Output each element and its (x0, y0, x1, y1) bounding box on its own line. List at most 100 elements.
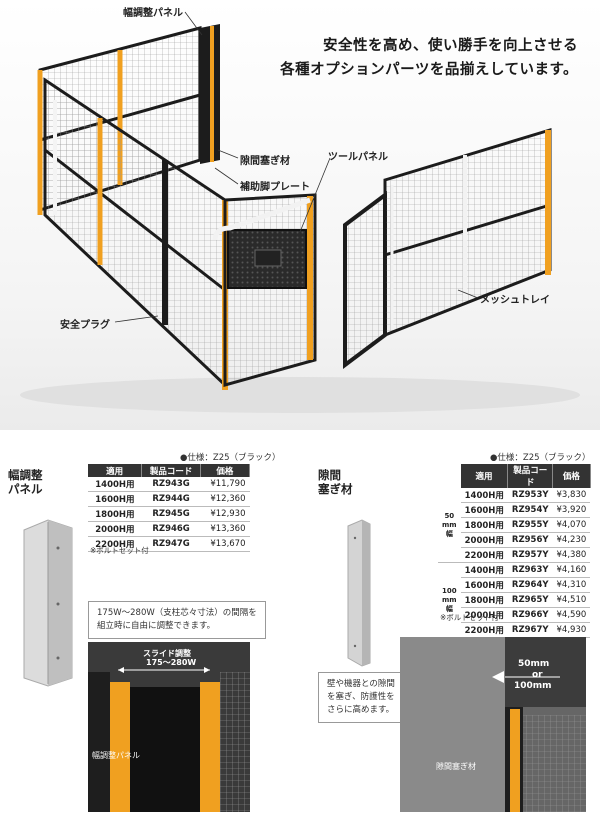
gap-dim-100: 100mm (514, 681, 552, 691)
callout-gap-filler: 隙間塞ぎ材 (240, 156, 290, 167)
callout-tool-panel: ツールパネル (328, 152, 388, 163)
col-header-size: 適用 (88, 464, 143, 477)
headline-line1: 安全性を高め、使い勝手を向上させる (323, 38, 578, 54)
gap-filler-note: ※ボルトセット付 (440, 613, 499, 622)
headline-line2: 各種オプションパーツを品揃えしています。 (280, 62, 578, 78)
cell-code: RZ957Y (507, 547, 553, 563)
cell-price: ¥4,590 (552, 607, 591, 623)
cell-size: 1400H用 (460, 562, 508, 578)
cell-code: RZ966Y (507, 607, 553, 623)
cell-price: ¥3,920 (552, 502, 591, 518)
cell-code: RZ956Y (507, 532, 553, 548)
cell-size: 1600H用 (88, 491, 142, 507)
width-panel-spec: ●仕様：Z25（ブラック） (180, 453, 281, 463)
col-header-size: 適用 (460, 464, 509, 488)
group-label-part: 幅 (445, 604, 453, 613)
cell-size: 2200H用 (88, 536, 142, 552)
cell-size: 2200H用 (460, 547, 508, 563)
cell-size: 1800H用 (460, 517, 508, 533)
gap-dim-or: or (532, 670, 543, 680)
col-header-blank (438, 464, 461, 488)
slide-adjust-label: スライド調整 (143, 649, 191, 658)
cell-size: 2000H用 (460, 532, 508, 548)
gap-filler-spec: ●仕様：Z25（ブラック） (490, 453, 591, 463)
cell-price: ¥4,070 (552, 517, 591, 533)
cell-code: RZ965Y (507, 592, 553, 608)
cell-code: RZ954Y (507, 502, 553, 518)
width-panel-note: ※ボルトセット付 (90, 546, 149, 555)
hero-section: 安全性を高め、使い勝手を向上させる 各種オプションパーツを品揃えしています。 (0, 0, 600, 430)
gap-filler-product-image (347, 519, 371, 667)
gap-dim-50: 50mm (518, 659, 550, 669)
cell-price: ¥4,160 (552, 562, 591, 578)
col-header-price: 価格 (200, 464, 251, 477)
cell-price: ¥13,360 (200, 521, 250, 537)
cell-price: ¥3,830 (552, 488, 591, 503)
cell-price: ¥4,230 (552, 532, 591, 548)
width-panel-title: 幅調整 パネル (8, 468, 43, 496)
cell-code: RZ945G (141, 506, 201, 522)
col-header-price: 価格 (552, 464, 591, 488)
cell-price: ¥12,930 (200, 506, 250, 522)
group-label-part: mm (442, 520, 457, 529)
callout-width-panel: 幅調整パネル (123, 8, 183, 19)
cell-size: 1800H用 (460, 592, 508, 608)
cell-size: 1800H用 (88, 506, 142, 522)
col-header-code: 製品コード (141, 464, 201, 477)
callout-aux-plate: 補助脚プレート (240, 182, 310, 193)
cell-code: RZ964Y (507, 577, 553, 593)
callout-safety-plug: 安全プラグ (60, 320, 110, 331)
width-panel-photo: スライド調整 175～280W 幅調整パネル (88, 642, 250, 812)
fence-illustration (20, 11, 580, 413)
width-panel-info: 175W～280W（支柱芯々寸法）の間隔を 組立時に自由に調整できます。 (88, 601, 266, 639)
cell-size: 1600H用 (460, 577, 508, 593)
cell-code: RZ944G (141, 491, 201, 507)
cell-price: ¥11,790 (200, 477, 250, 492)
cell-price: ¥4,310 (552, 577, 591, 593)
cell-code: RZ943G (141, 477, 201, 492)
gap-filler-photo: 50mm or 100mm 隙間塞ぎ材 (400, 637, 586, 812)
cell-price: ¥4,510 (552, 592, 591, 608)
group-label-part: mm (442, 595, 457, 604)
cell-price: ¥13,670 (200, 536, 250, 552)
cell-code: RZ947G (141, 536, 201, 552)
cell-code: RZ946G (141, 521, 201, 537)
gap-filler-photo-label: 隙間塞ぎ材 (436, 762, 476, 771)
cell-code: RZ963Y (507, 562, 553, 578)
slide-range-label: 175～280W (146, 658, 197, 667)
cell-code: RZ967Y (507, 622, 553, 638)
cell-size: 1400H用 (88, 477, 142, 492)
gap-filler-info: 壁や機器との隙間 を塞ぎ、防護性を さらに高めます。 (318, 672, 412, 723)
gap-filler-title: 隙間 塞ぎ材 (318, 468, 353, 496)
cell-code: RZ955Y (507, 517, 553, 533)
width-panel-product-image (23, 519, 73, 687)
cell-size: 1600H用 (460, 502, 508, 518)
cell-size: 2000H用 (460, 607, 508, 623)
group-label-part: 100 (442, 586, 457, 595)
cell-size: 1400H用 (460, 488, 508, 503)
cell-price: ¥4,930 (552, 622, 591, 638)
cell-code: RZ953Y (507, 488, 553, 503)
cell-price: ¥4,380 (552, 547, 591, 563)
col-header-code: 製品コード (507, 464, 554, 488)
cell-size: 2200H用 (460, 622, 508, 638)
width-panel-photo-label: 幅調整パネル (92, 751, 140, 760)
group-label-part: 幅 (445, 529, 453, 538)
